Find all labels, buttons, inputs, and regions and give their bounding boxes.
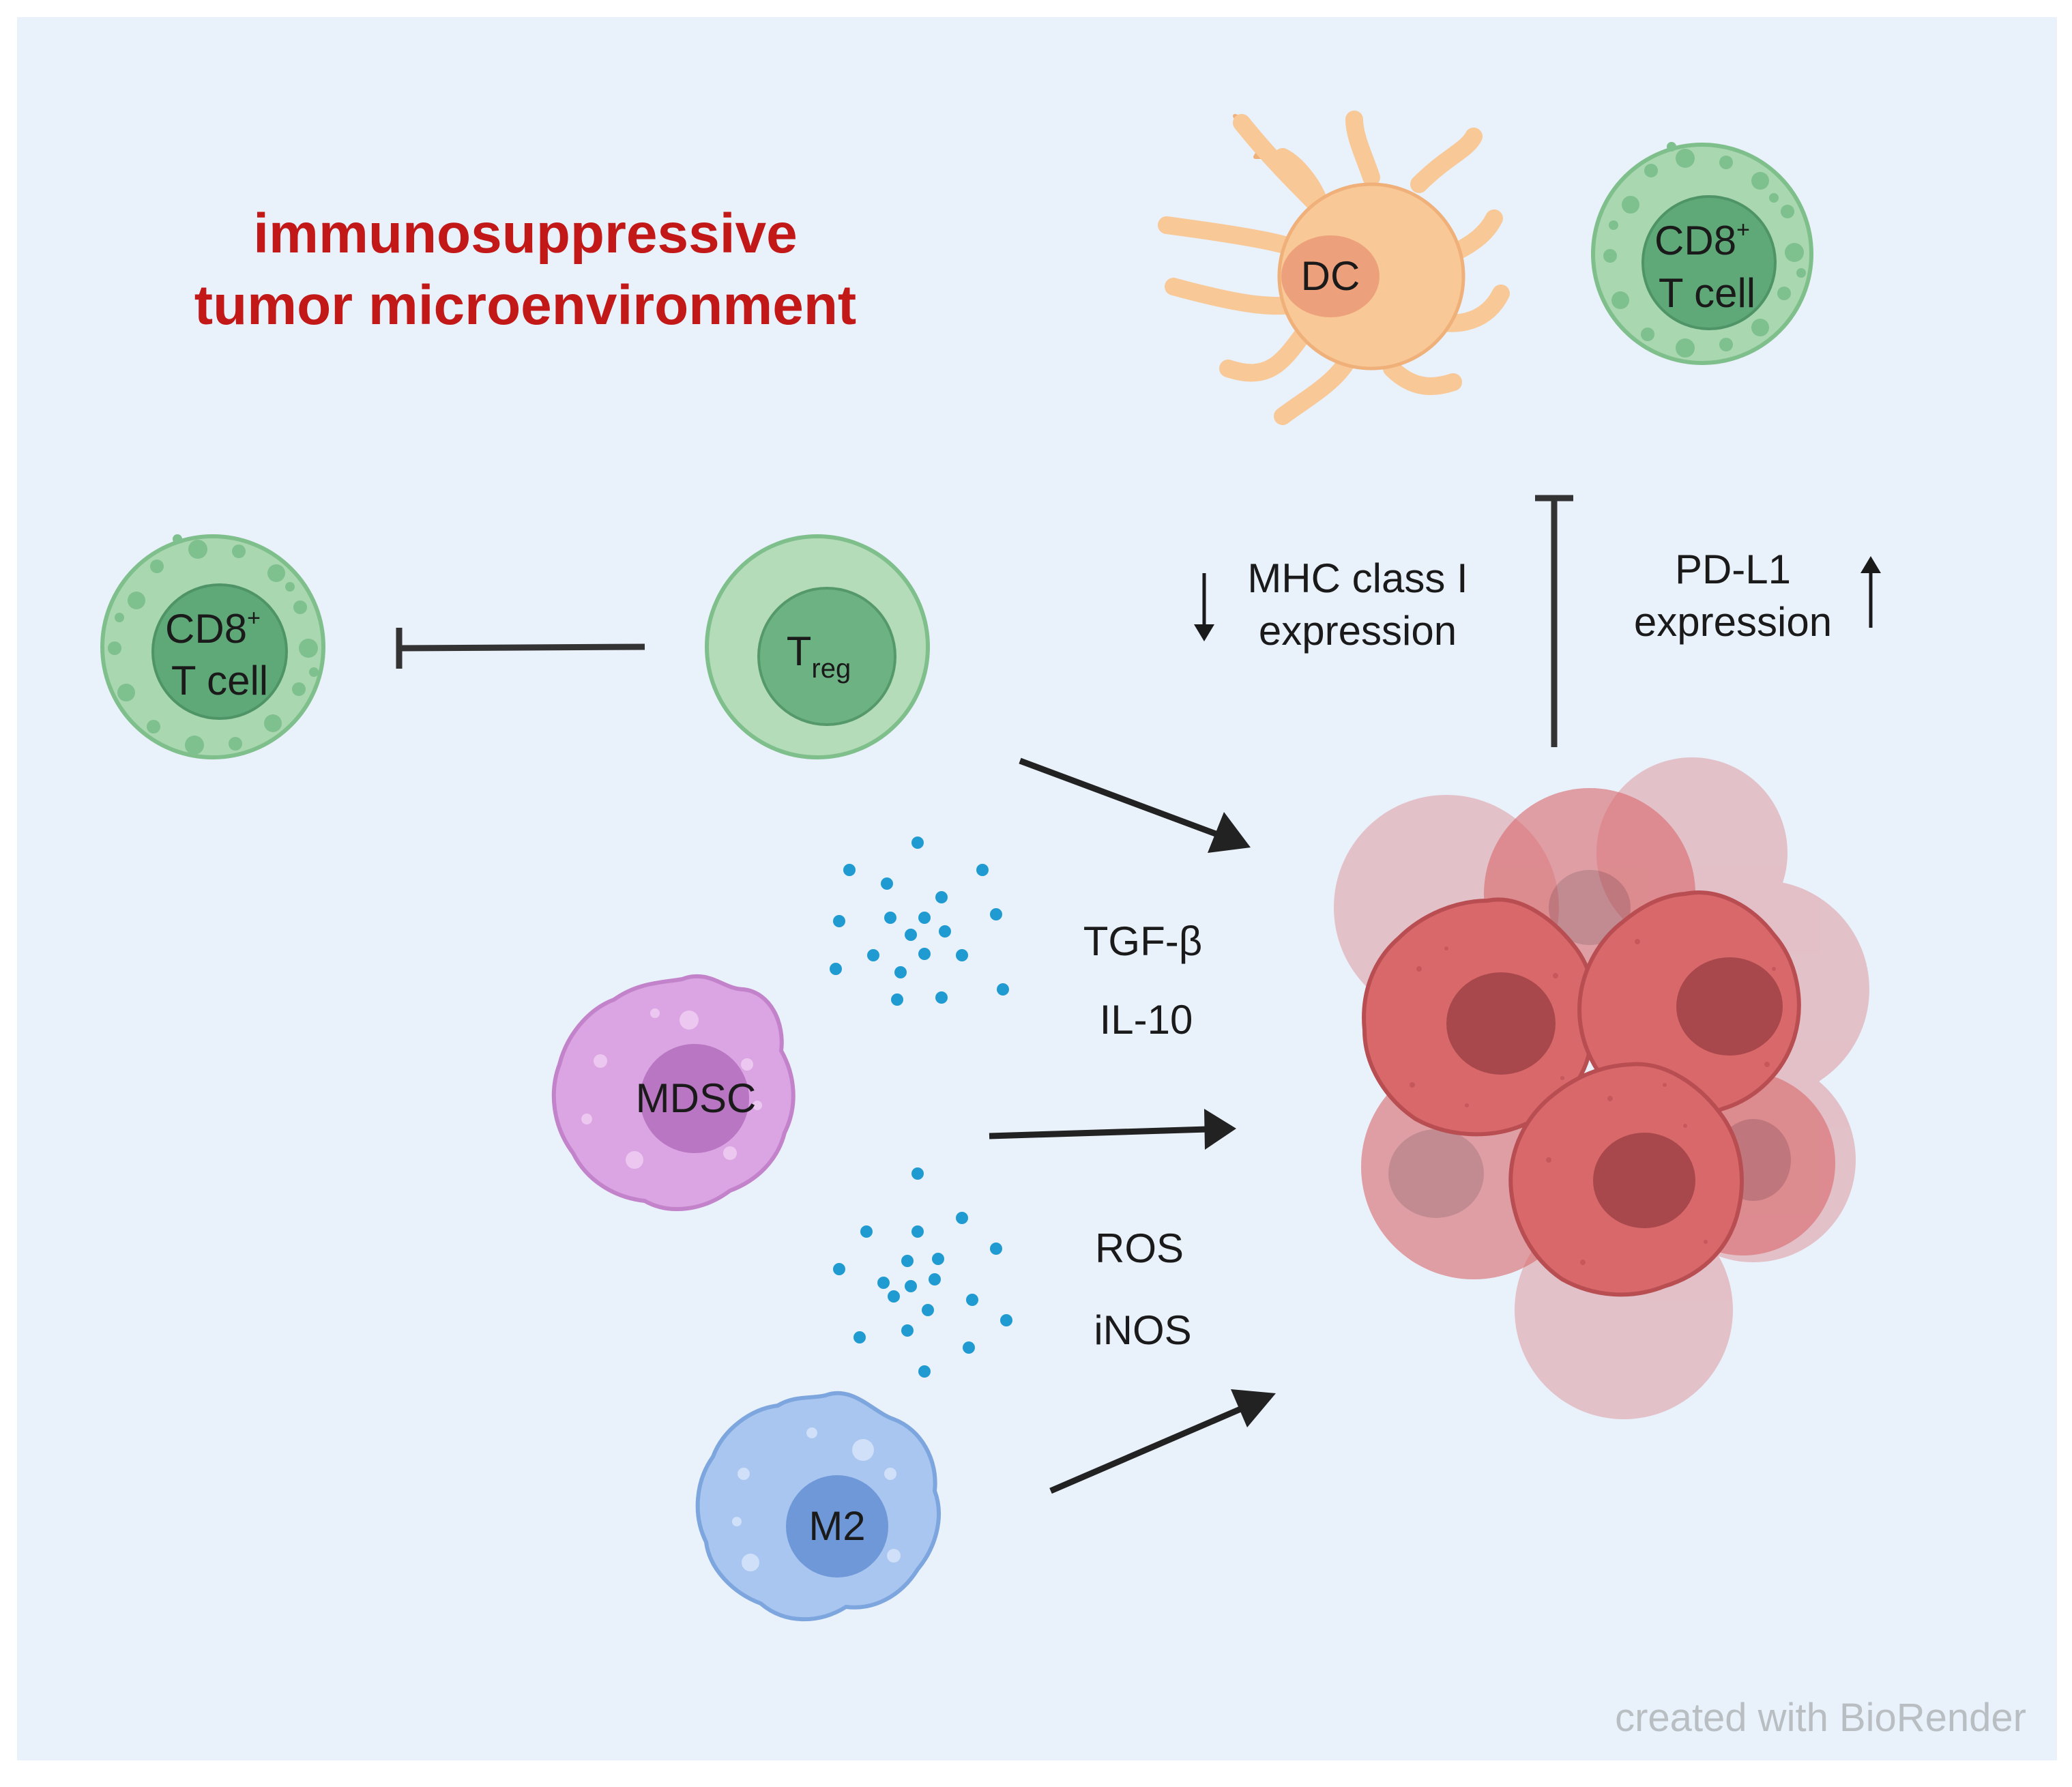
arrow-m2-to-tumor bbox=[1049, 1389, 1276, 1494]
cytokine-label-il-10: IL-10 bbox=[1100, 997, 1193, 1043]
biorender-watermark: created with BioRender bbox=[1615, 1696, 2026, 1740]
dc-label: DC bbox=[1301, 253, 1360, 299]
dc-nucleus bbox=[1281, 235, 1380, 317]
m2-label: M2 bbox=[808, 1503, 865, 1549]
cd8-top-granules bbox=[1603, 142, 1806, 358]
tumor-inhibits-immune-line bbox=[1535, 495, 1573, 747]
m2-nucleus bbox=[786, 1475, 888, 1578]
cd8-left-label-line2: T cell bbox=[171, 658, 268, 703]
cytokine-dots-lower bbox=[833, 1167, 1012, 1378]
pdl1-label-line2: expression bbox=[1634, 599, 1832, 645]
tumor-cell-3-nucleus bbox=[1593, 1133, 1695, 1228]
tumor-cluster bbox=[1334, 757, 1869, 1419]
treg-inhibition-arrow bbox=[396, 628, 645, 669]
cd8-left-granules bbox=[108, 534, 319, 755]
cd8-left-nucleus bbox=[151, 583, 288, 720]
cytokine-dots-upper bbox=[830, 837, 1009, 1006]
cd8-left-label-line1: CD8+ bbox=[165, 605, 261, 652]
treg-label: Treg bbox=[787, 628, 851, 684]
m2-granules bbox=[732, 1427, 901, 1571]
mdsc-cell: MDSC bbox=[551, 974, 796, 1211]
tumor-cell-2-nucleus bbox=[1676, 957, 1783, 1056]
arrow-treg-to-tumor bbox=[1019, 757, 1251, 853]
title-line-1: immunosuppressive bbox=[253, 203, 797, 265]
tumor-cell-1-nucleus bbox=[1446, 972, 1556, 1075]
mhc-label-line2: expression bbox=[1259, 608, 1457, 654]
mdsc-granules bbox=[581, 1008, 762, 1169]
pdl1-up-arrowhead bbox=[1861, 556, 1881, 573]
cd8-top-nucleus bbox=[1641, 195, 1777, 330]
tumor-speckles bbox=[1410, 939, 1776, 1265]
cd8-top-label-line2: T cell bbox=[1659, 270, 1755, 316]
pdl1-annotation: PD-L1 expression bbox=[1634, 547, 1881, 645]
title: immunosuppressive tumor microenvironment bbox=[194, 203, 856, 336]
mdsc-nucleus bbox=[640, 1044, 749, 1153]
dendritic-cell: DC bbox=[1158, 111, 1510, 425]
mediator-label-ros: ROS bbox=[1095, 1225, 1184, 1271]
mediator-label-inos: iNOS bbox=[1094, 1307, 1191, 1353]
cd8-top-label-line1: CD8+ bbox=[1654, 217, 1750, 263]
cd8-t-cell-left: CD8+ T cell bbox=[100, 534, 325, 759]
cytokine-label-tgf-beta: TGF-β bbox=[1083, 918, 1202, 964]
mhc-label-line1: MHC class I bbox=[1247, 555, 1468, 601]
mhc-down-arrowhead bbox=[1194, 624, 1214, 641]
title-line-2: tumor microenvironment bbox=[194, 274, 856, 336]
treg-nucleus bbox=[757, 587, 896, 726]
inhibition-line bbox=[398, 643, 645, 652]
m2-macrophage: M2 bbox=[695, 1391, 941, 1622]
treg-cell: Treg bbox=[705, 534, 930, 759]
mdsc-label: MDSC bbox=[636, 1075, 757, 1121]
arrow-mdsc-to-tumor bbox=[989, 1109, 1236, 1150]
mhc-annotation: MHC class I expression bbox=[1194, 555, 1468, 654]
pdl1-label-line1: PD-L1 bbox=[1675, 547, 1791, 592]
cd8-t-cell-top: CD8+ T cell bbox=[1591, 142, 1813, 365]
